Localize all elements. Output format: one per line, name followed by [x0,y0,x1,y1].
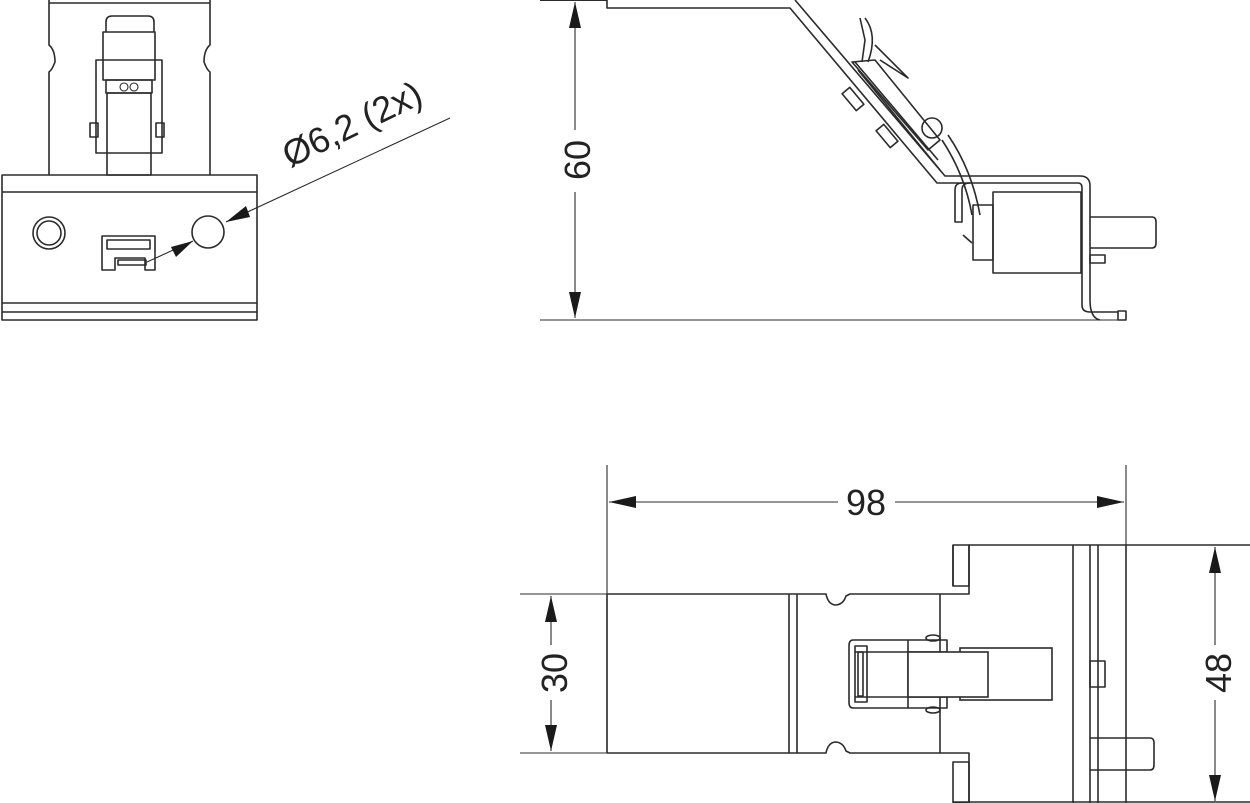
length-dimension: 98 [606,465,1127,753]
side-view: 60 [540,0,1157,321]
bottom-view: 98 30 48 [520,465,1250,803]
front-view: Ø6,2 (2x) [1,0,451,321]
slot [101,235,156,271]
side-latch [841,17,981,216]
outer-width-dimension: 48 [1126,544,1250,801]
latch [89,15,165,176]
solenoid [972,191,1157,274]
svg-text:98: 98 [846,482,886,523]
hole-leader [146,117,451,263]
bottom-latch [848,634,1053,714]
hole-callout: Ø6,2 (2x) [276,73,429,176]
svg-text:60: 60 [557,140,598,180]
svg-text:30: 30 [534,653,575,693]
mounting-hole-right [191,215,225,249]
mounting-hole-left [32,216,66,250]
plunger-pin [1090,737,1155,771]
svg-text:48: 48 [1198,653,1239,693]
height-dimension: 60 [540,0,1125,321]
inner-width-dimension: 30 [520,593,607,754]
